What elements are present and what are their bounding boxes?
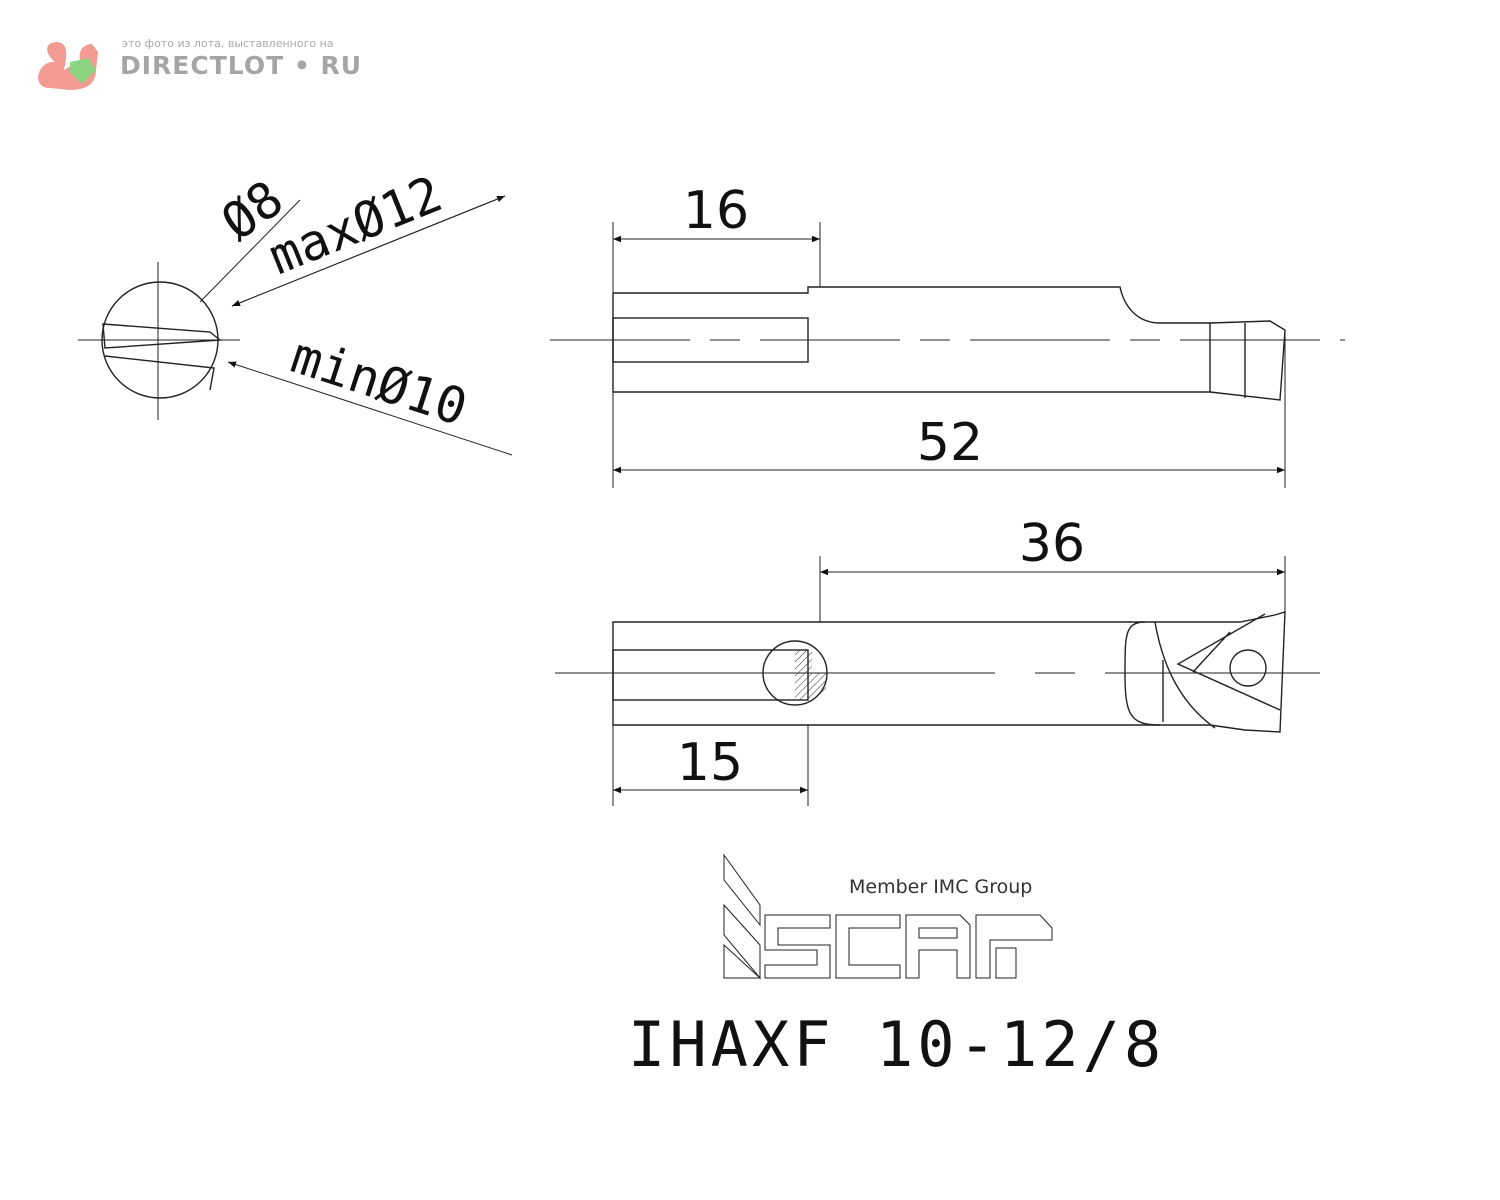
max-bore-label: maxØ12 — [261, 165, 450, 286]
top-view: 36 15 — [555, 514, 1320, 806]
shank-length-label: 16 — [683, 181, 749, 241]
flat-length-label: 15 — [677, 733, 743, 793]
end-view: Ø8 maxØ12 minØ10 — [78, 165, 513, 456]
watermark-caption: это фото из лота, выставленного на — [122, 37, 334, 50]
min-bore-label: minØ10 — [284, 326, 474, 437]
reach-length-label: 36 — [1019, 514, 1085, 574]
watermark-brand[interactable]: DIRECTLOT • RU — [120, 51, 363, 80]
logo-tagline: Member IMC Group — [849, 876, 1033, 898]
squirrel-logo-icon — [38, 42, 98, 90]
side-view: 16 52 — [550, 181, 1345, 488]
iscar-logo — [723, 853, 1053, 980]
model-designation: IHAXF 10-12/8 — [628, 1008, 1166, 1081]
overall-length-label: 52 — [917, 413, 983, 473]
